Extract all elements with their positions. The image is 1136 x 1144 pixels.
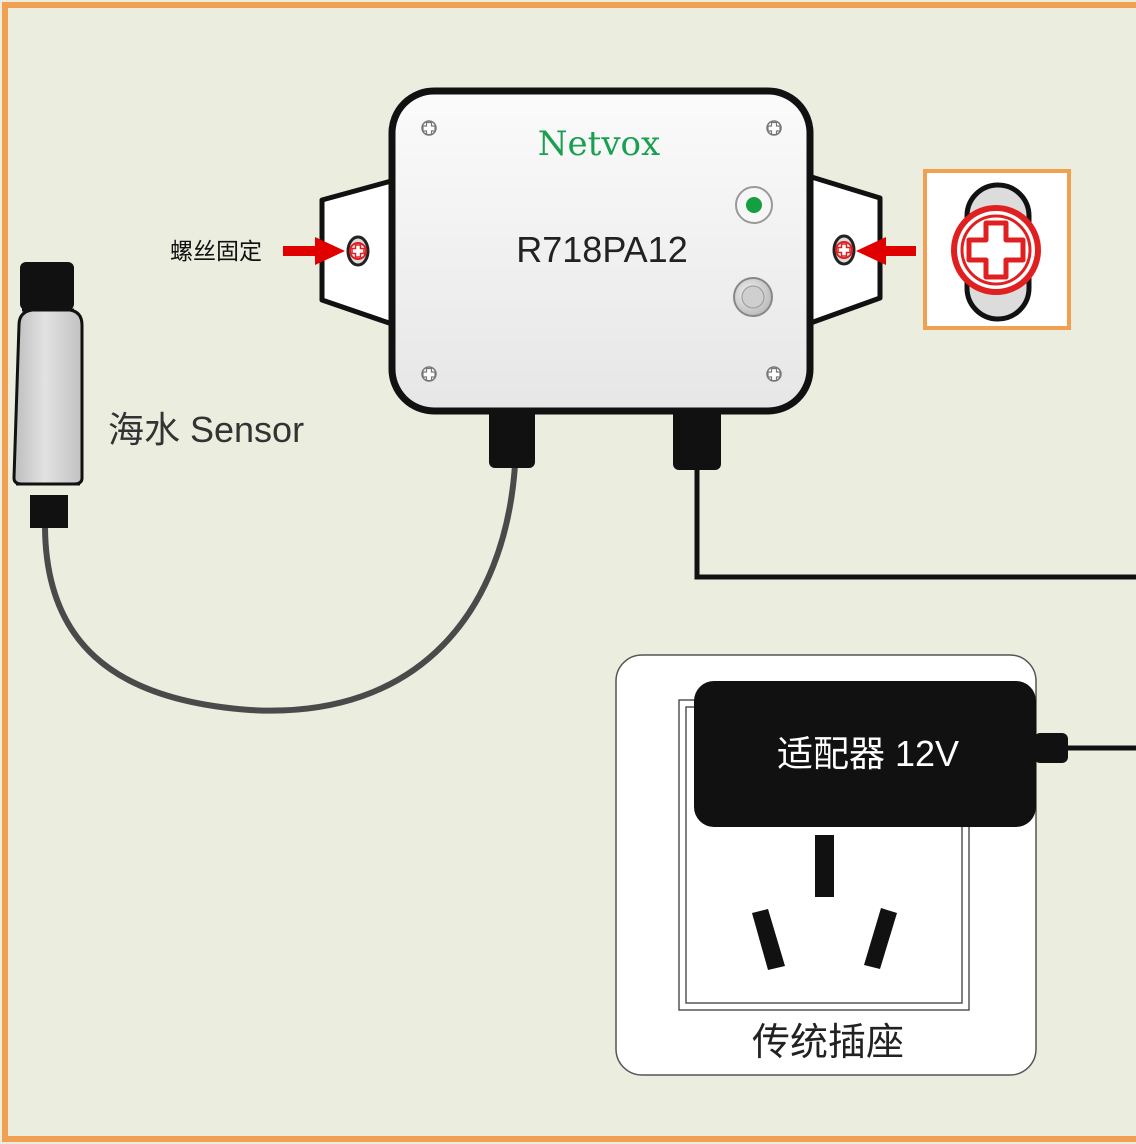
sensor-label: 海水 Sensor: [108, 409, 304, 450]
screw-cross-icon: [346, 235, 370, 267]
seawater-sensor: [12, 262, 84, 528]
socket-slot: [752, 909, 785, 970]
corner-screw-icon: [421, 120, 437, 136]
power-connector: [673, 408, 721, 470]
device-enclosure: [388, 87, 814, 415]
corner-screw-icon: [421, 366, 437, 382]
model-label: R718PA12: [516, 229, 687, 270]
function-button[interactable]: [733, 277, 773, 317]
sensor-cable: [42, 464, 518, 714]
arrow-right-icon: [283, 237, 345, 265]
sensor-connector: [489, 408, 535, 468]
screw-callout: [923, 169, 1071, 330]
adapter-label: 适配器 12V: [777, 733, 959, 774]
led-indicator-icon: [735, 186, 773, 224]
screw-cross-icon: [832, 234, 856, 266]
brand-label: Netvox: [538, 124, 660, 164]
corner-screw-icon: [766, 120, 782, 136]
power-adapter: [694, 681, 1136, 827]
power-cable: [694, 465, 1136, 580]
socket-slot: [864, 908, 897, 969]
arrow-left-icon: [856, 237, 916, 265]
socket-label: 传统插座: [752, 1022, 904, 1064]
corner-screw-icon: [766, 366, 782, 382]
screw-fix-label: 螺丝固定: [170, 238, 262, 264]
socket-slot: [815, 835, 834, 897]
